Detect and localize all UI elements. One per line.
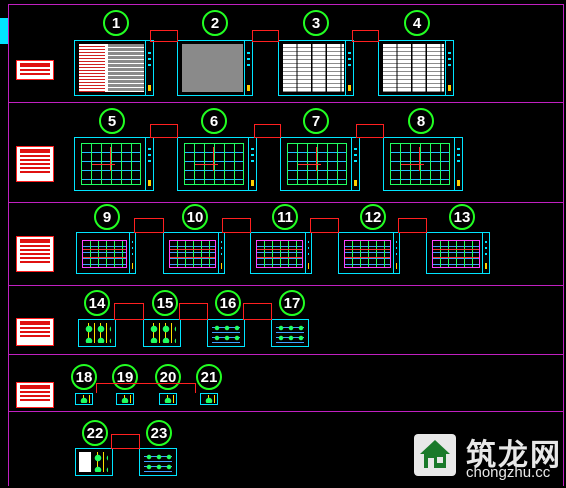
watermark-site-name: 筑龙网 bbox=[466, 438, 562, 473]
legend-table bbox=[16, 60, 54, 80]
drawing-sheet-15[interactable] bbox=[143, 319, 181, 347]
drawing-sheet-1[interactable] bbox=[74, 40, 154, 96]
cyan-edge-marker bbox=[0, 18, 8, 44]
row-divider bbox=[8, 354, 564, 355]
drawing-sheet-7[interactable] bbox=[280, 137, 360, 191]
drawing-sheet-23[interactable] bbox=[139, 448, 177, 476]
sheet-number-23: 23 bbox=[146, 420, 172, 446]
sheet-number-2: 2 bbox=[202, 10, 228, 36]
sheet-number-4: 4 bbox=[404, 10, 430, 36]
sheet-number-16: 16 bbox=[215, 290, 241, 316]
drawing-sheet-9[interactable] bbox=[76, 232, 136, 274]
sheet-connector bbox=[398, 218, 427, 233]
watermark-logo: 筑龙网 chongzhu.cc bbox=[408, 428, 564, 484]
house-logo-icon bbox=[414, 434, 456, 476]
sheet-number-11: 11 bbox=[272, 204, 298, 230]
drawing-sheet-16[interactable] bbox=[207, 319, 245, 347]
legend-table bbox=[16, 236, 54, 272]
sheet-connector bbox=[134, 218, 164, 233]
drawing-sheet-14[interactable] bbox=[78, 319, 116, 347]
sheet-connector bbox=[114, 303, 144, 320]
model-space-frame bbox=[8, 4, 564, 486]
sheet-number-5: 5 bbox=[99, 108, 125, 134]
drawing-sheet-3[interactable] bbox=[278, 40, 354, 96]
drawing-sheet-18[interactable] bbox=[75, 393, 93, 405]
sheet-number-8: 8 bbox=[408, 108, 434, 134]
row-divider bbox=[8, 285, 564, 286]
sheet-number-20: 20 bbox=[155, 364, 181, 390]
drawing-sheet-22[interactable] bbox=[75, 448, 113, 476]
sheet-connector bbox=[310, 218, 339, 233]
sheet-number-3: 3 bbox=[303, 10, 329, 36]
drawing-sheet-19[interactable] bbox=[116, 393, 134, 405]
drawing-sheet-6[interactable] bbox=[177, 137, 257, 191]
sheet-number-13: 13 bbox=[449, 204, 475, 230]
drawing-sheet-4[interactable] bbox=[378, 40, 454, 96]
row-divider bbox=[8, 202, 564, 203]
drawing-sheet-2[interactable] bbox=[177, 40, 253, 96]
sheet-number-19: 19 bbox=[112, 364, 138, 390]
sheet-connector bbox=[243, 303, 272, 320]
sheet-connector bbox=[356, 124, 384, 138]
drawing-sheet-13[interactable] bbox=[426, 232, 490, 274]
legend-table bbox=[16, 382, 54, 408]
sheet-number-9: 9 bbox=[94, 204, 120, 230]
sheet-number-6: 6 bbox=[201, 108, 227, 134]
sheet-number-22: 22 bbox=[82, 420, 108, 446]
drawing-sheet-11[interactable] bbox=[250, 232, 312, 274]
sheet-number-12: 12 bbox=[360, 204, 386, 230]
sheet-connector bbox=[252, 30, 279, 42]
sheet-number-17: 17 bbox=[279, 290, 305, 316]
watermark-url: chongzhu.cc bbox=[466, 464, 551, 481]
sheet-connector bbox=[96, 383, 196, 393]
row-divider bbox=[8, 102, 564, 103]
sheet-connector bbox=[111, 434, 140, 449]
sheet-number-7: 7 bbox=[303, 108, 329, 134]
sheet-connector bbox=[179, 303, 208, 320]
sheet-number-1: 1 bbox=[103, 10, 129, 36]
drawing-sheet-20[interactable] bbox=[159, 393, 177, 405]
row-divider bbox=[8, 411, 564, 412]
drawing-sheet-21[interactable] bbox=[200, 393, 218, 405]
drawing-sheet-5[interactable] bbox=[74, 137, 154, 191]
left-border bbox=[8, 4, 9, 486]
sheet-number-10: 10 bbox=[182, 204, 208, 230]
sheet-connector bbox=[352, 30, 379, 42]
sheet-connector bbox=[150, 30, 178, 42]
legend-table bbox=[16, 318, 54, 346]
sheet-connector bbox=[222, 218, 251, 233]
sheet-number-15: 15 bbox=[152, 290, 178, 316]
legend-table bbox=[16, 146, 54, 182]
drawing-sheet-17[interactable] bbox=[271, 319, 309, 347]
sheet-connector bbox=[150, 124, 178, 138]
drawing-sheet-10[interactable] bbox=[163, 232, 225, 274]
drawing-sheet-12[interactable] bbox=[338, 232, 400, 274]
sheet-number-18: 18 bbox=[71, 364, 97, 390]
sheet-number-14: 14 bbox=[84, 290, 110, 316]
drawing-sheet-8[interactable] bbox=[383, 137, 463, 191]
sheet-connector bbox=[254, 124, 281, 138]
sheet-number-21: 21 bbox=[196, 364, 222, 390]
